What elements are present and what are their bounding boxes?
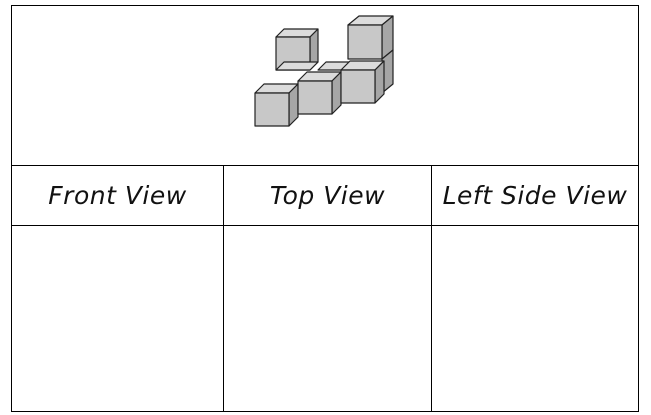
left-side-view-answer-cell[interactable] [432, 226, 638, 411]
front-view-answer-cell[interactable] [12, 226, 223, 411]
worksheet-table: Front View Top View Left Side View [11, 5, 639, 412]
top-view-answer-cell[interactable] [224, 226, 431, 411]
front-view-header: Front View [12, 166, 223, 226]
cube-stack-figure [12, 6, 638, 164]
top-view-column: Top View [224, 166, 432, 411]
left-side-view-header: Left Side View [432, 166, 638, 226]
top-view-header: Top View [224, 166, 431, 226]
left-side-view-column: Left Side View [432, 166, 638, 411]
views-table: Front View Top View Left Side View [12, 166, 638, 411]
front-view-column: Front View [12, 166, 224, 411]
cube-figure-panel [12, 6, 638, 166]
